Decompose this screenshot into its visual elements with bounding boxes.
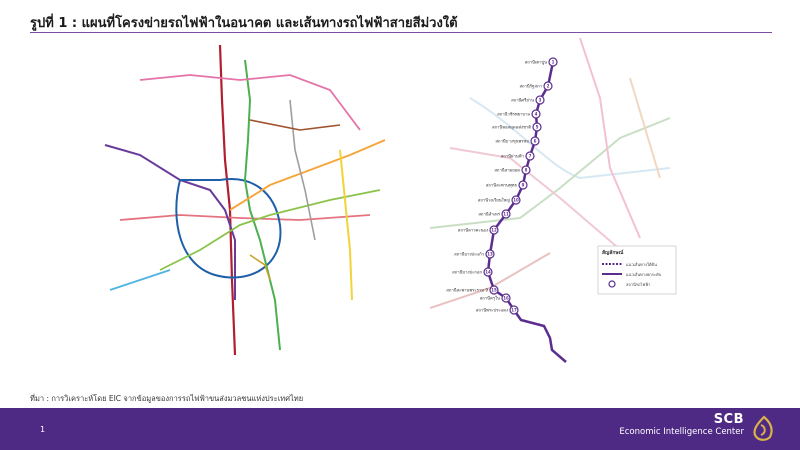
- station-marker: [525, 151, 535, 161]
- station-marker: [548, 57, 558, 67]
- station-name: สถานีสามยอด: [494, 168, 520, 173]
- brand-block: SCB Economic Intelligence Center: [619, 412, 744, 437]
- station-name: สถานีผ่านฟ้า: [501, 154, 524, 159]
- station-marker: [483, 267, 493, 277]
- title-divider: [30, 32, 772, 33]
- line-gold: [249, 254, 271, 281]
- station-marker: [531, 109, 541, 119]
- station-number: 7: [529, 154, 532, 159]
- station-name: สถานีศรีย่าน: [511, 98, 534, 103]
- station-marker: [501, 209, 511, 219]
- station-number: 2: [547, 84, 550, 89]
- station-name: สถานีดาวคะนอง: [458, 228, 488, 233]
- legend-title: สัญลักษณ์: [602, 249, 624, 256]
- station-marker: [485, 249, 495, 259]
- station-name: สถานีสะพานพระราม 9: [446, 288, 488, 293]
- station-number: 14: [485, 270, 491, 275]
- station-marker: [501, 293, 511, 303]
- station-name: สถานีวชิรพยาบาล: [497, 112, 530, 117]
- line-brown: [249, 119, 341, 131]
- line-green: [243, 59, 281, 351]
- station-number: 10: [513, 198, 519, 203]
- brand-name: SCB: [713, 412, 744, 427]
- station-name: สถานีบางขุนพรหม: [495, 139, 529, 145]
- legend-underground: แนวเส้นทางใต้ดิน: [626, 262, 657, 267]
- line-light-green: [159, 189, 381, 271]
- station-number: 11: [503, 212, 509, 217]
- station-marker: [535, 95, 545, 105]
- footer-bar: [0, 408, 800, 450]
- station-marker: [489, 225, 499, 235]
- source-note: ที่มา : การวิเคราะห์โดย EIC จากข้อมูลของ…: [30, 394, 304, 403]
- line-blue: [175, 178, 282, 279]
- station-name: สถานีเตาปูน: [525, 60, 547, 66]
- station-marker: [509, 305, 519, 315]
- station-number: 8: [525, 168, 528, 173]
- station-name: สถานีสำเหร่: [478, 212, 500, 217]
- scb-logo-icon: [753, 415, 773, 441]
- station-number: 17: [511, 308, 517, 313]
- station-number: 16: [503, 296, 509, 301]
- brand-subtitle: Economic Intelligence Center: [619, 427, 744, 437]
- station-number: 1: [552, 60, 555, 65]
- line-dark-red: [218, 44, 237, 355]
- line-yellow: [339, 149, 353, 301]
- station-marker: [521, 165, 531, 175]
- station-marker: [543, 81, 553, 91]
- station-name: สถานีสะพานพุทธ: [486, 183, 518, 189]
- station-marker: [530, 136, 540, 146]
- station-name: สถานีบางปะแก้ว: [454, 252, 485, 257]
- station-name: สถานีครุใน: [480, 295, 500, 302]
- station-name: สถานีพระประแดง: [476, 308, 508, 313]
- station-number: 13: [487, 252, 493, 257]
- page-number: 1: [40, 425, 46, 434]
- station-number: 5: [536, 125, 539, 130]
- line-light-red: [119, 214, 371, 221]
- station-number: 9: [522, 183, 525, 188]
- station-number: 3: [539, 98, 542, 103]
- station-marker: [511, 195, 521, 205]
- line-orange: [229, 139, 386, 211]
- purple-line-map: 1 สถานีเตาปูน 2 สถานีรัฐสภา 3 สถานีศรีย่าน 4 สถ…: [430, 38, 677, 363]
- station-number: 15: [491, 288, 497, 293]
- line-pink: [139, 74, 361, 131]
- purple-route: [486, 61, 567, 363]
- line-light-blue: [109, 269, 171, 291]
- legend-station: สถานีรถไฟฟ้า: [626, 282, 650, 287]
- station-name: สถานีวงเวียนใหญ่: [478, 197, 511, 203]
- network-map: [100, 40, 390, 355]
- figure-title: รูปที่ 1 : แผนที่โครงข่ายรถไฟฟ้าในอนาคต …: [30, 16, 458, 31]
- station-number: 6: [534, 139, 537, 144]
- station-name: สถานีรัฐสภา: [519, 84, 542, 89]
- station-name: สถานีบางปะกอก: [452, 270, 482, 275]
- station-marker: [489, 285, 499, 295]
- station-marker: [532, 122, 542, 132]
- station-marker: [518, 180, 528, 190]
- legend-elevated: แนวเส้นทางยกระดับ: [626, 272, 662, 277]
- station-number: 12: [491, 228, 497, 233]
- station-name: สถานีหอสมุดแห่งชาติ: [492, 125, 531, 131]
- station-number: 4: [535, 112, 538, 117]
- line-purple: [104, 144, 236, 300]
- line-grey: [289, 99, 316, 241]
